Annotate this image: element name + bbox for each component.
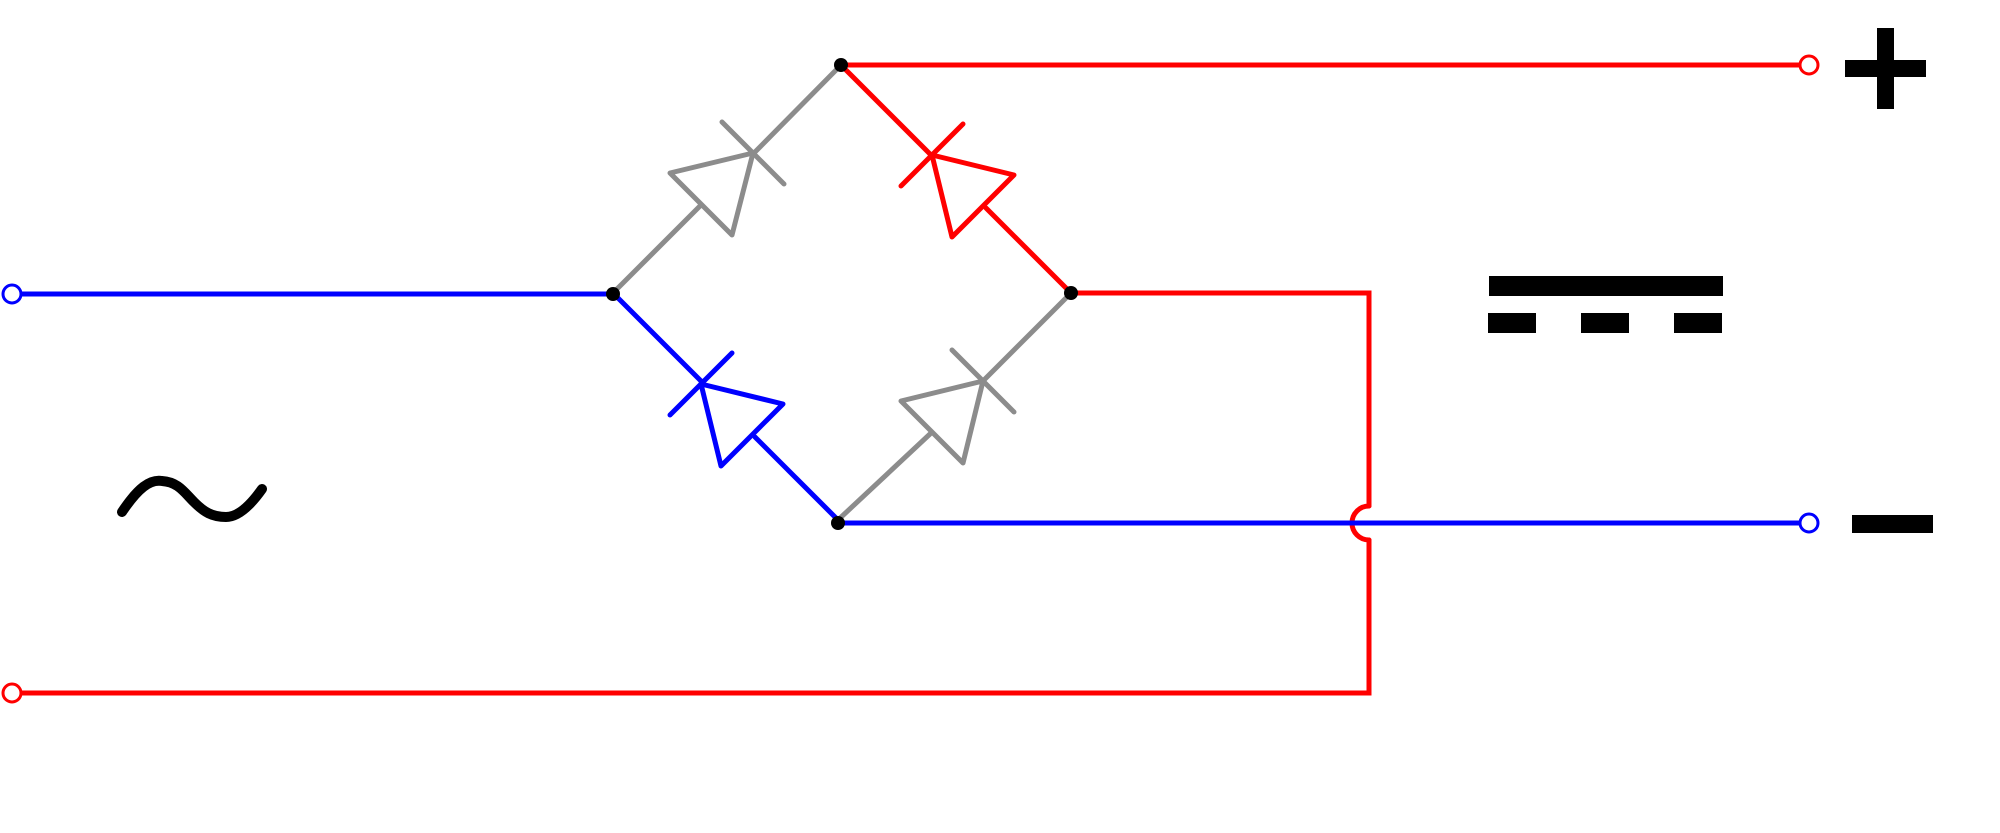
diode-bar (667, 350, 735, 418)
terminal-ac-lower[interactable] (1, 682, 23, 704)
wire-right-node-to-return (1068, 290, 1372, 509)
arm-bottom-right-lower (835, 431, 933, 523)
terminal-dc-positive[interactable] (1798, 54, 1820, 76)
node-bottom (831, 516, 845, 530)
arm-bottom-left-upper (610, 290, 704, 384)
wire-ac-input-lower (16, 537, 1372, 696)
arm-top-right-upper (838, 62, 934, 158)
bridge-arms (610, 62, 1074, 523)
terminal-ac-upper[interactable] (1, 283, 23, 305)
diode-triangle (667, 150, 756, 238)
arm-top-right-lower (983, 205, 1074, 296)
dc-symbol (1488, 276, 1723, 333)
terminal-dc-negative[interactable] (1798, 512, 1820, 534)
diode-bottom-left (667, 350, 786, 469)
node-left (606, 287, 620, 301)
plus-symbol (1845, 28, 1926, 109)
arm-bottom-right-upper (980, 290, 1074, 384)
diode-bar (949, 347, 1017, 415)
minus-symbol (1852, 515, 1933, 533)
diode-top-right (898, 121, 1017, 240)
diode-bar (898, 121, 966, 189)
arm-top-left-upper (752, 62, 844, 155)
node-right (1064, 286, 1078, 300)
diode-bottom-right (898, 347, 1017, 466)
diode-top-left (667, 119, 787, 238)
diode-triangle (898, 378, 986, 466)
arm-bottom-left-lower (752, 434, 841, 523)
circuit-wires (16, 62, 1804, 696)
diode-triangle (929, 152, 1017, 240)
junction-nodes (606, 58, 1078, 530)
diode-triangle (698, 381, 786, 469)
node-top (834, 58, 848, 72)
terminals (1, 54, 1820, 704)
arm-top-left-lower (610, 203, 703, 296)
diode-bar (719, 119, 787, 187)
ac-sine-symbol (117, 475, 267, 523)
